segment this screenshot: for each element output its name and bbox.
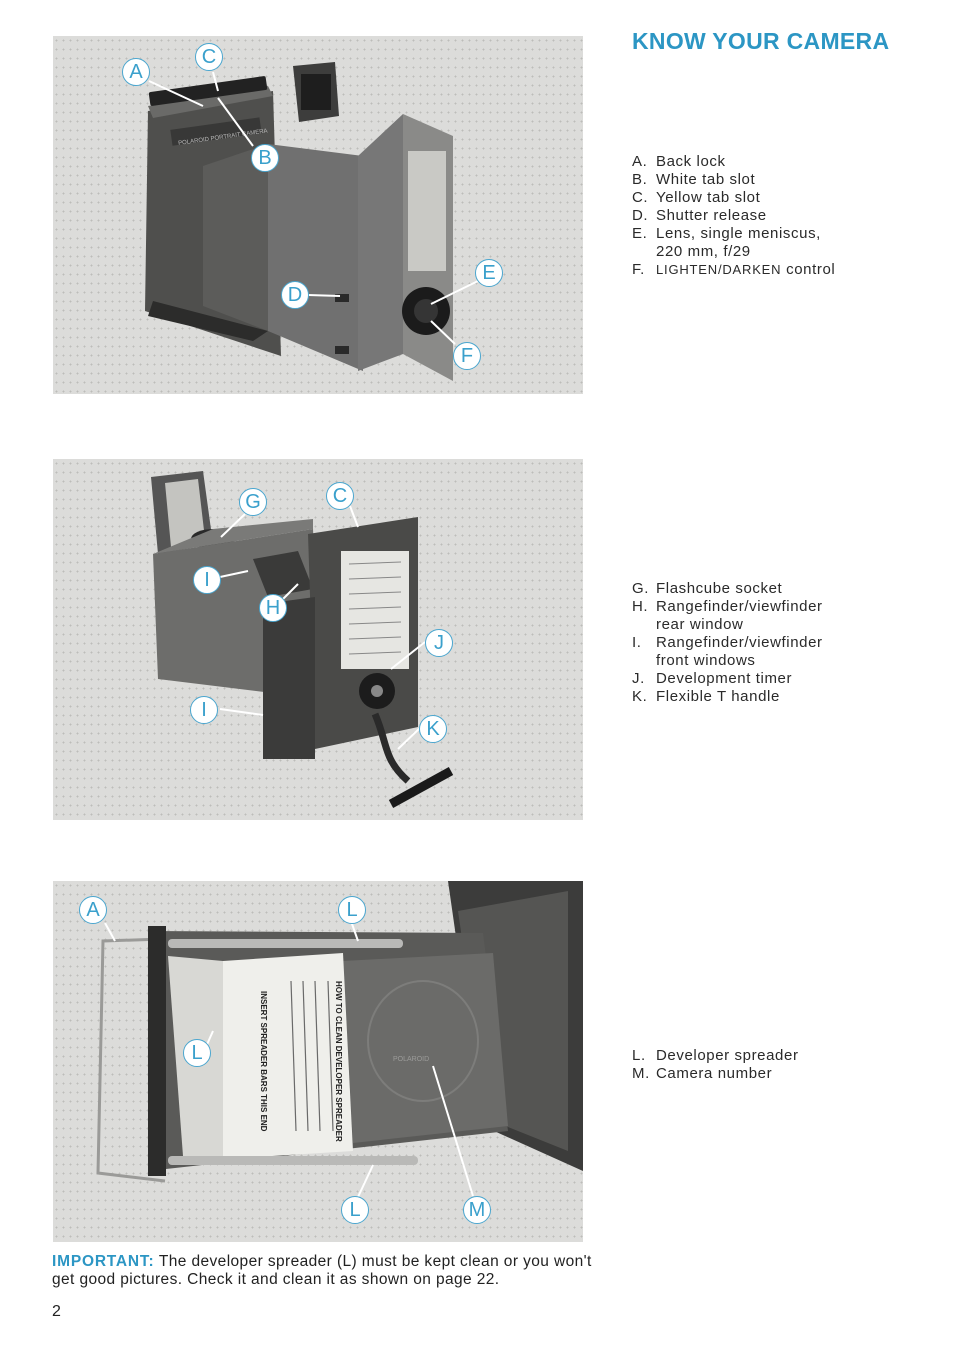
legend-item: H.Rangefinder/viewfinder rear window: [632, 598, 823, 633]
callout-h: H: [259, 594, 287, 622]
camera-number: POLAROID: [393, 1056, 429, 1063]
instruction-heading: HOW TO CLEAN DEVELOPER SPREADER: [334, 981, 343, 1142]
callout-c: C: [195, 43, 223, 71]
camera-front-illustration: POLAROID PORTRAIT CAMERA: [145, 62, 479, 381]
camera-rear-photo: G C I H J I K: [53, 459, 583, 820]
camera-open-back-photo: POLAROID HOW TO CLEAN DEVELOPER SPREADER…: [53, 881, 583, 1242]
legend-rear-parts: G.Flashcube socket H.Rangefinder/viewfin…: [632, 580, 823, 706]
legend-item: A.Back lock: [632, 153, 726, 170]
callout-a: A: [122, 58, 150, 86]
page-number: 2: [52, 1303, 61, 1320]
important-text: The developer spreader (L) must be kept …: [52, 1253, 592, 1288]
page-title: KNOW YOUR CAMERA: [632, 28, 890, 54]
legend-front-parts: A.Back lock B.White tab slot C.Yellow ta…: [632, 153, 835, 279]
legend-item: I.Rangefinder/viewfinder front windows: [632, 634, 823, 669]
callout-l: L: [338, 896, 366, 924]
camera-open-back-illustration: POLAROID HOW TO CLEAN DEVELOPER SPREADER…: [96, 881, 583, 1198]
callout-g: G: [239, 488, 267, 516]
callout-j: J: [425, 629, 453, 657]
legend-interior-parts: L.Developer spreader M.Camera number: [632, 1047, 799, 1083]
callout-m: M: [463, 1196, 491, 1224]
instruction-side-text: INSERT SPREADER BARS THIS END: [259, 991, 268, 1132]
camera-front-photo: POLAROID PORTRAIT CAMERA A C B D E F: [53, 36, 583, 394]
callout-l: L: [341, 1196, 369, 1224]
callout-i: I: [193, 566, 221, 594]
callout-e: E: [475, 259, 503, 287]
legend-item: G.Flashcube socket: [632, 580, 783, 597]
camera-rear-illustration: [151, 471, 454, 808]
legend-item: K.Flexible T handle: [632, 688, 780, 705]
callout-k: K: [419, 715, 447, 743]
legend-item: E.Lens, single meniscus, 220 mm, f/29: [632, 225, 821, 260]
legend-item: D.Shutter release: [632, 207, 767, 224]
callout-a: A: [79, 896, 107, 924]
legend-item: M.Camera number: [632, 1065, 773, 1082]
callout-b: B: [251, 144, 279, 172]
important-label: IMPORTANT:: [52, 1253, 155, 1270]
legend-item: L.Developer spreader: [632, 1047, 799, 1064]
legend-item: C.Yellow tab slot: [632, 189, 761, 206]
legend-item: J.Development timer: [632, 670, 793, 687]
callout-d: D: [281, 281, 309, 309]
legend-item: F.LIGHTEN/DARKEN control: [632, 261, 836, 278]
callout-i: I: [190, 696, 218, 724]
callout-c: C: [326, 482, 354, 510]
callout-f: F: [453, 342, 481, 370]
important-note: IMPORTANT: The developer spreader (L) mu…: [52, 1253, 592, 1289]
legend-item: B.White tab slot: [632, 171, 756, 188]
callout-l: L: [183, 1039, 211, 1067]
